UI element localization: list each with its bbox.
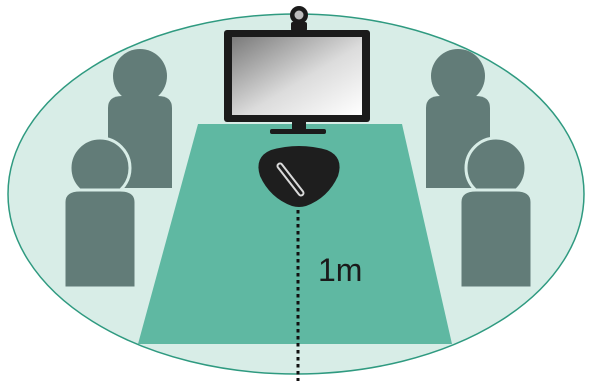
person-icon — [64, 138, 136, 288]
tv-screen — [232, 37, 362, 115]
camera-lens — [295, 11, 304, 20]
person-icon — [460, 138, 532, 288]
distance-label: 1m — [318, 252, 362, 288]
tv-base — [270, 129, 326, 134]
